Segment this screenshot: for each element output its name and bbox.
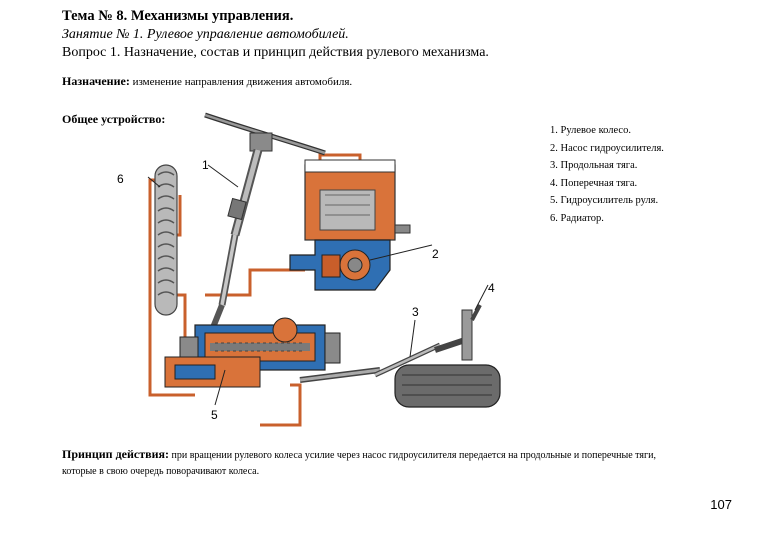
callout-leader-3	[409, 319, 416, 358]
pump-reservoir-icon	[304, 159, 411, 241]
principle-text-line2: которые в свою очередь поворачивают коле…	[62, 466, 260, 477]
pump-body-icon	[289, 239, 433, 291]
question-heading: Вопрос 1. Назначение, состав и принцип д…	[62, 45, 489, 60]
drag-link-icon	[299, 319, 442, 383]
callout-leader-5	[214, 369, 226, 406]
legend-item: 2. Насос гидроусилителя.	[550, 142, 664, 154]
power-steering-booster-icon	[164, 317, 341, 406]
slide-title: Тема № 8. Механизмы управления.	[62, 8, 294, 24]
purpose-line: Назначение: изменение направления движен…	[62, 74, 352, 89]
steering-mechanism-diagram: 1 2 3 4 5 6	[110, 95, 550, 440]
callout-3: 3	[412, 305, 419, 319]
callout-1: 1	[202, 158, 209, 172]
general-structure-label: Общее устройство:	[62, 112, 166, 126]
principle-label: Принцип действия:	[62, 447, 169, 461]
lesson-subtitle: Занятие № 1. Рулевое управление автомоби…	[62, 27, 349, 42]
legend-item: 4. Поперечная тяга.	[550, 177, 638, 189]
page-number: 107	[710, 497, 732, 512]
callout-leader-1	[207, 164, 239, 188]
pipe-booster-right	[260, 383, 302, 427]
parts-legend: 1. Рулевое колесо. 2. Насос гидроусилите…	[550, 122, 664, 227]
purpose-label: Назначение:	[62, 74, 130, 88]
callout-leader-6	[147, 176, 161, 188]
legend-item: 5. Гидроусилитель руля.	[550, 195, 659, 206]
callout-leader-2	[369, 244, 433, 261]
legend-item: 6. Радиатор.	[550, 212, 604, 224]
callout-leader-4	[474, 284, 489, 311]
steering-mechanism-illustration	[147, 112, 501, 427]
principle-text-line1: при вращении рулевого колеса усилие чере…	[169, 450, 656, 461]
legend-item: 1. Рулевое колесо.	[550, 125, 631, 136]
principle-paragraph: Принцип действия: при вращении рулевого …	[62, 446, 656, 480]
pipe-pump-left	[205, 268, 305, 297]
callout-2: 2	[432, 247, 439, 261]
tie-rod-icon	[434, 284, 489, 361]
callout-4: 4	[488, 281, 495, 295]
radiator-icon	[154, 164, 178, 316]
wheel-icon	[394, 364, 501, 408]
callout-6: 6	[117, 172, 124, 186]
legend-item: 3. Продольная тяга.	[550, 160, 638, 171]
steering-column-icon	[207, 148, 263, 337]
pipe-pump-top	[318, 153, 362, 163]
callout-5: 5	[211, 408, 218, 422]
purpose-text: изменение направления движения автомобил…	[129, 76, 353, 88]
steering-wheel-icon	[204, 112, 326, 156]
